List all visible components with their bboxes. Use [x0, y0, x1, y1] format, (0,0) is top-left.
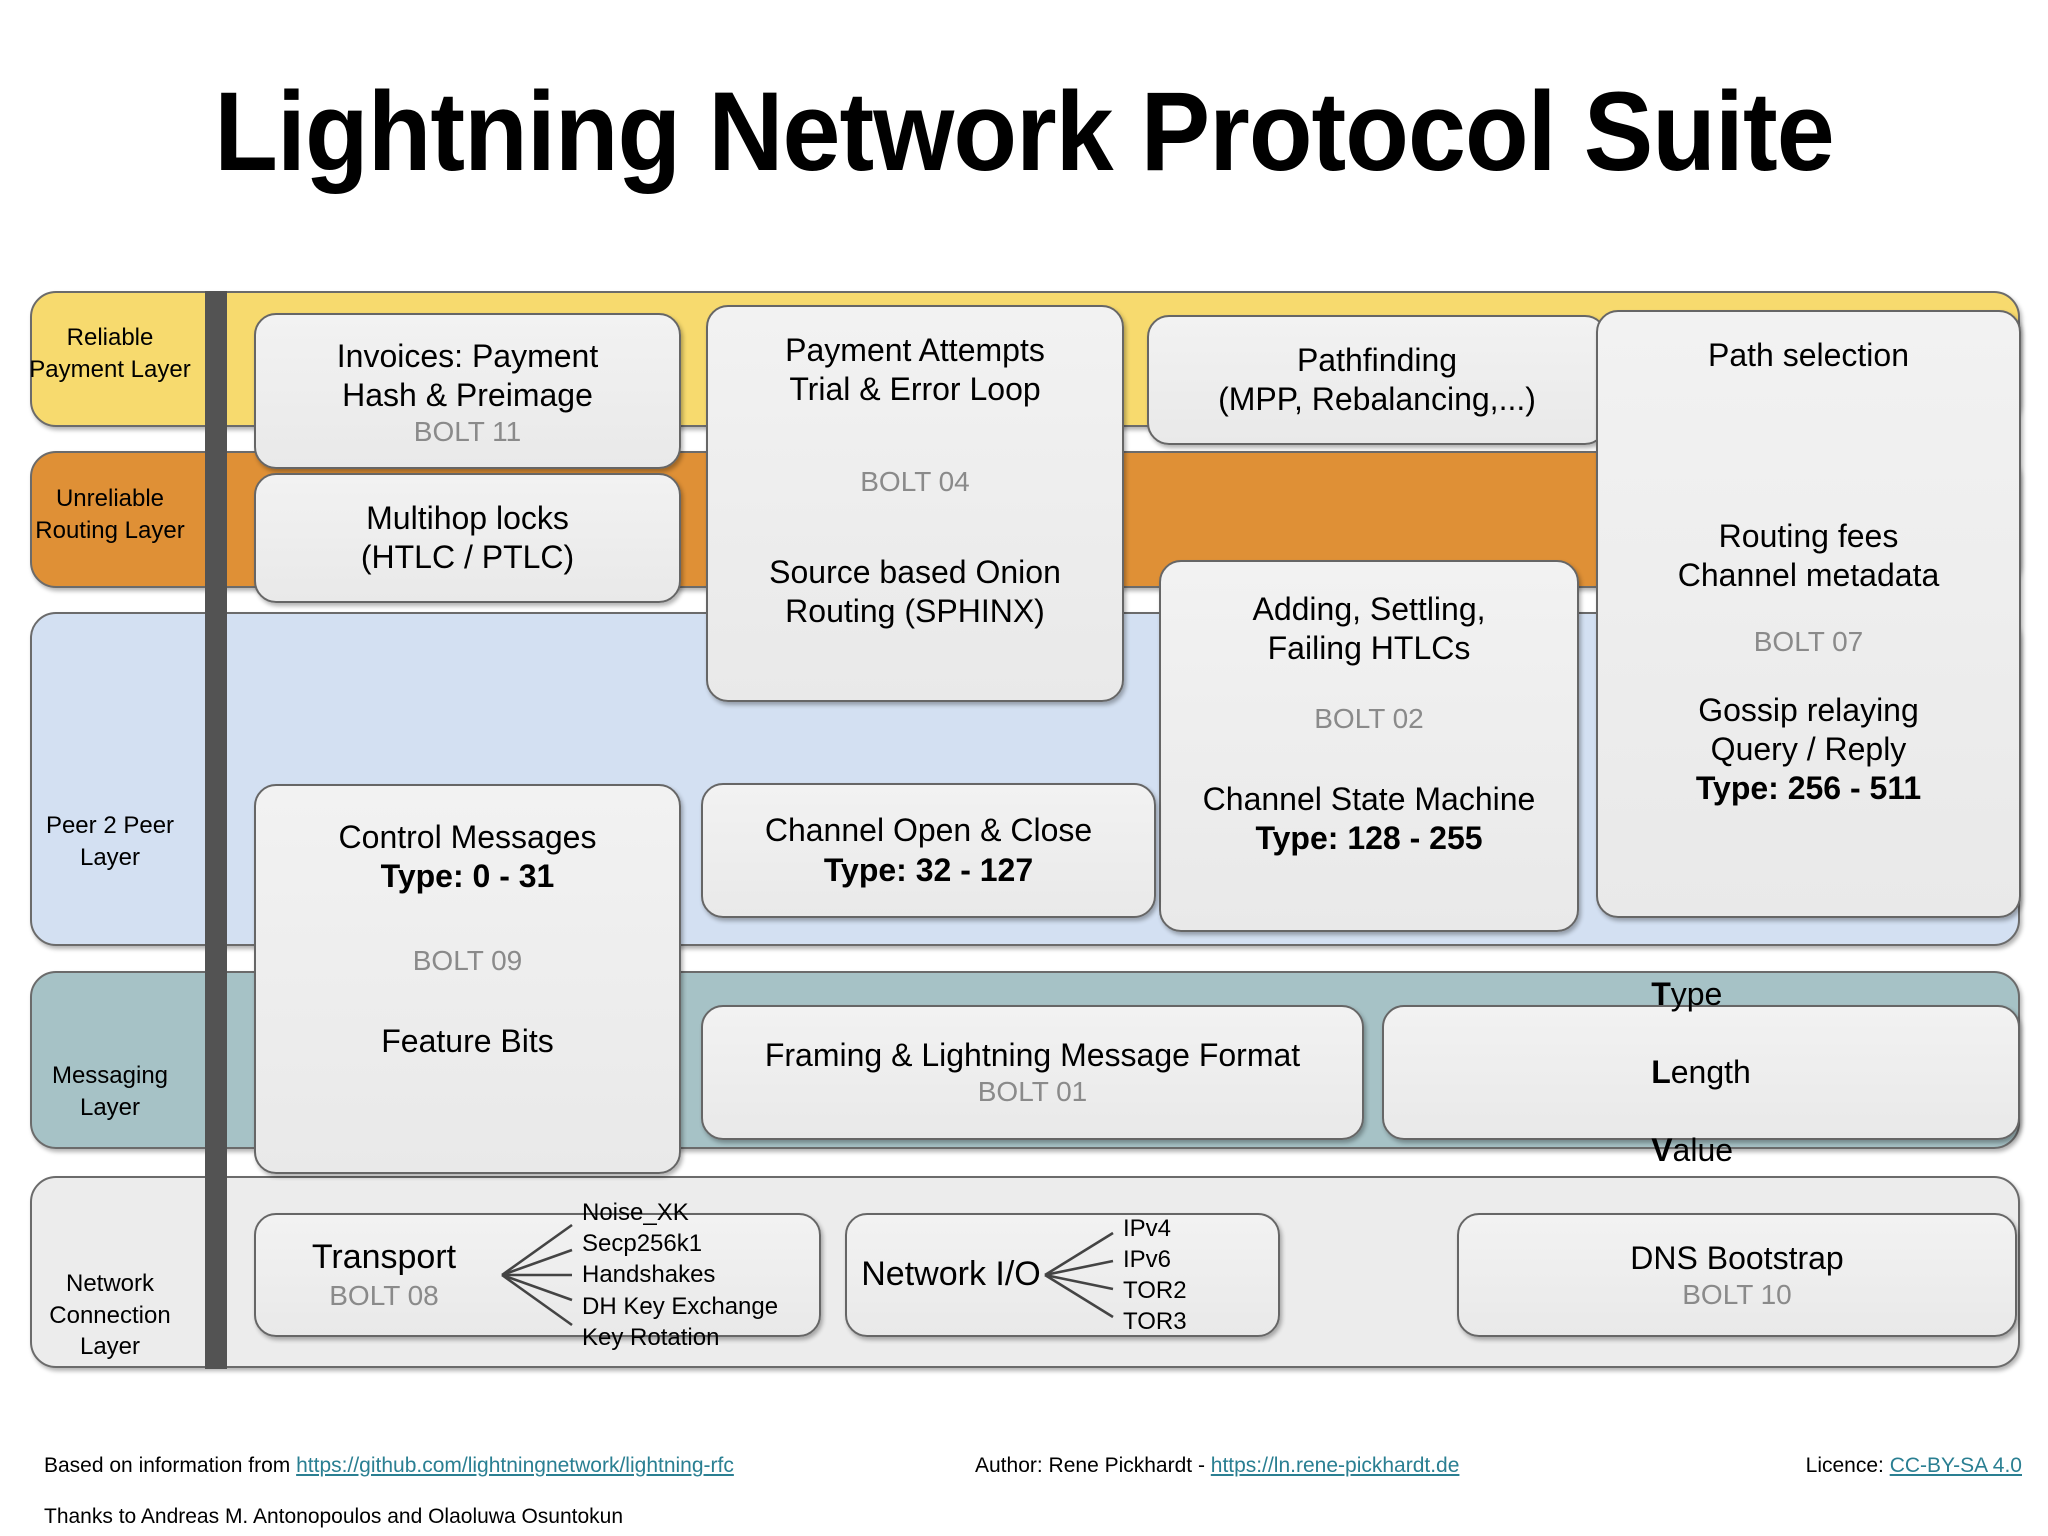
box-htlcs-title-2: Channel State Machine: [1202, 780, 1536, 817]
footer-licence-link[interactable]: CC-BY-SA 4.0: [1889, 1454, 2022, 1477]
box-dns-bootstrap[interactable]: DNS Bootstrap BOLT 10: [1457, 1213, 2017, 1337]
footer-row-2: Thanks to Andreas M. Antonopoulos and Ol…: [0, 1505, 2048, 1531]
box-payment-attempts-bolt: BOLT 04: [860, 466, 970, 498]
box-path-selection-title: Path selection: [1707, 337, 1909, 373]
box-tlv-l-rest: ength: [1670, 1053, 1751, 1090]
box-pathfinding-title: Pathfinding (MPP, Rebalancing,...): [1218, 341, 1536, 417]
box-tlv-v-rest: alue: [1672, 1132, 1734, 1169]
box-network-io-items: IPv4 IPv6 TOR2 TOR3: [1123, 1214, 1187, 1336]
footer-licence: Licence: CC-BY-SA 4.0: [1806, 1454, 2022, 1478]
footer-author: Author: Rene Pickhardt - https://ln.rene…: [975, 1454, 1459, 1478]
box-framing[interactable]: Framing & Lightning Message Format BOLT …: [701, 1005, 1364, 1140]
sidebar-item-reliable-payment-layer: Reliable Payment Layer: [29, 324, 191, 383]
box-framing-title: Framing & Lightning Message Format: [764, 1037, 1301, 1074]
sidebar-item-network-connection-layer: Network Connection Layer: [49, 1270, 171, 1361]
box-tlv-t-rest: ype: [1670, 975, 1723, 1012]
footer-thanks: Thanks to Andreas M. Antonopoulos and Ol…: [44, 1505, 624, 1528]
box-tlv-t: T: [1651, 975, 1671, 1012]
box-invoices-bolt: BOLT 11: [413, 416, 522, 448]
box-network-io[interactable]: Network I/O IPv4 IPv6 TOR2 TOR3: [845, 1213, 1280, 1337]
box-control-messages[interactable]: Control Messages Type: 0 - 31 BOLT 09 Fe…: [254, 784, 681, 1174]
box-path-selection-title-2: Routing fees Channel metadata: [1677, 518, 1940, 594]
box-path-selection-type: Type: 256 - 511: [1695, 769, 1922, 806]
box-channel-open-close-title: Channel Open & Close: [764, 812, 1093, 849]
transport-fanout-icon: [501, 1223, 573, 1327]
box-pathfinding[interactable]: Pathfinding (MPP, Rebalancing,...): [1147, 315, 1607, 445]
box-network-io-title: Network I/O: [861, 1255, 1041, 1294]
sidebar-item-messaging-layer: Messaging Layer: [51, 1062, 169, 1121]
box-payment-attempts[interactable]: Payment Attempts Trial & Error Loop BOLT…: [706, 305, 1124, 702]
box-transport[interactable]: Transport BOLT 08 Noise_XK Secp256k1 Han…: [254, 1199, 821, 1351]
page-title: Lightning Network Protocol Suite: [214, 69, 1834, 194]
box-tlv[interactable]: Type Length Value: [1382, 976, 2020, 1168]
footer-row-1: Based on information from https://github…: [0, 1454, 2048, 1480]
footer-author-label: Author: Rene Pickhardt -: [975, 1454, 1211, 1477]
network-io-fanout-icon: [1044, 1231, 1114, 1319]
box-channel-open-close[interactable]: Channel Open & Close Type: 32 - 127: [701, 783, 1156, 918]
box-htlcs-bolt: BOLT 02: [1314, 703, 1424, 735]
box-transport-items: Noise_XK Secp256k1 Handshakes DH Key Exc…: [582, 1199, 779, 1351]
footer-source-link[interactable]: https://github.com/lightningnetwork/ligh…: [296, 1454, 734, 1477]
box-control-messages-title: Control Messages: [338, 819, 597, 855]
footer-source-label: Based on information from: [44, 1454, 297, 1477]
box-dns-bootstrap-title: DNS Bootstrap: [1630, 1239, 1844, 1276]
sidebar-item-unreliable-routing-layer: Unreliable Routing Layer: [35, 485, 185, 544]
box-tlv-lines: Type Length Value: [1651, 936, 1751, 1209]
box-channel-open-close-type: Type: 32 - 127: [823, 851, 1034, 888]
box-multihop-locks[interactable]: Multihop locks (HTLC / PTLC): [254, 473, 681, 603]
box-control-messages-bolt: BOLT 09: [412, 945, 523, 977]
box-transport-bolt: BOLT 08: [329, 1279, 439, 1311]
footer-author-link[interactable]: https://ln.rene-pickhardt.de: [1210, 1454, 1460, 1477]
box-htlcs-title: Adding, Settling, Failing HTLCs: [1252, 591, 1486, 667]
box-tlv-l: L: [1651, 1053, 1671, 1090]
box-invoices[interactable]: Invoices: Payment Hash & Preimage BOLT 1…: [254, 313, 681, 469]
box-htlcs-type: Type: 128 - 255: [1255, 819, 1483, 856]
box-path-selection[interactable]: Path selection Routing fees Channel meta…: [1596, 310, 2021, 918]
box-payment-attempts-title-2: Source based Onion Routing (SPHINX): [769, 553, 1061, 629]
box-invoices-title: Invoices: Payment Hash & Preimage: [336, 338, 599, 414]
sidebar-item-peer-2-peer-layer: Peer 2 Peer Layer: [45, 812, 175, 871]
box-transport-title: Transport: [311, 1238, 457, 1277]
box-control-messages-title-2: Feature Bits: [381, 1022, 554, 1059]
footer-source: Based on information from https://github…: [44, 1454, 734, 1478]
box-payment-attempts-title: Payment Attempts Trial & Error Loop: [785, 332, 1045, 408]
box-framing-bolt: BOLT 01: [977, 1076, 1088, 1108]
box-dns-bootstrap-bolt: BOLT 10: [1682, 1278, 1792, 1310]
box-path-selection-bolt: BOLT 07: [1753, 626, 1864, 658]
layer-divider-line: [205, 291, 227, 1369]
box-multihop-locks-title: Multihop locks (HTLC / PTLC): [360, 499, 575, 575]
box-htlcs[interactable]: Adding, Settling, Failing HTLCs BOLT 02 …: [1159, 560, 1579, 932]
box-control-messages-type: Type: 0 - 31: [380, 858, 555, 895]
box-tlv-v: V: [1651, 1132, 1673, 1169]
footer-licence-label: Licence:: [1805, 1454, 1890, 1477]
box-path-selection-title-3: Gossip relaying Query / Reply: [1698, 691, 1919, 767]
